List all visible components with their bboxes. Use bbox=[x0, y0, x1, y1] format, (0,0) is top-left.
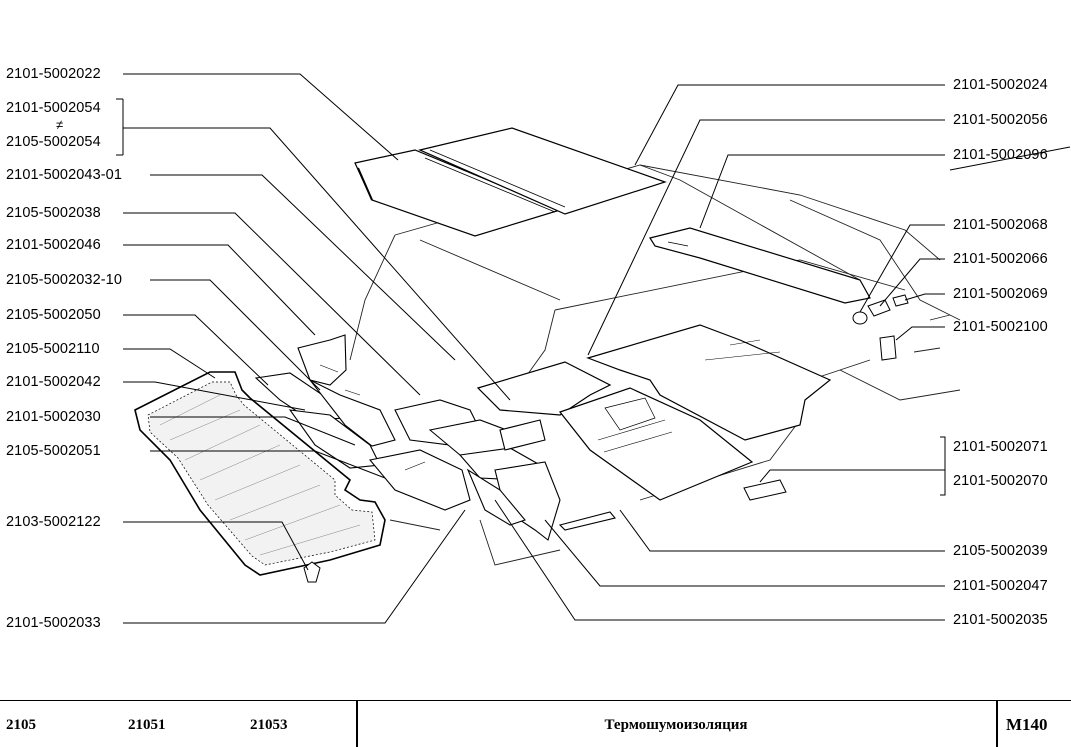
label-2101-5002068: 2101-5002068 bbox=[953, 217, 1048, 233]
label-2101-5002047: 2101-5002047 bbox=[953, 578, 1048, 594]
label-2105-5002039: 2105-5002039 bbox=[953, 543, 1048, 559]
label-2101-5002022: 2101-5002022 bbox=[6, 66, 101, 82]
label-2101-5002035: 2101-5002035 bbox=[953, 612, 1048, 628]
label-2101-5002071: 2101-5002071 bbox=[953, 439, 1048, 455]
label-2101-5002042: 2101-5002042 bbox=[6, 374, 101, 390]
label-2101-5002024: 2101-5002024 bbox=[953, 77, 1048, 93]
page-title: Термошумоизоляция bbox=[604, 717, 748, 733]
small-parts bbox=[743, 294, 909, 501]
label-2101-5002046: 2101-5002046 bbox=[6, 237, 101, 253]
label-2105-5002110: 2105-5002110 bbox=[6, 341, 100, 357]
roof-panels bbox=[354, 127, 667, 237]
page-code: M140 bbox=[1006, 715, 1048, 734]
not-equal-sign: ≠ bbox=[56, 117, 64, 132]
car-body-outline bbox=[349, 164, 961, 566]
label-2101-5002070: 2101-5002070 bbox=[953, 473, 1048, 489]
label-2101-5002100: 2101-5002100 bbox=[953, 319, 1048, 335]
label-2105-5002050: 2105-5002050 bbox=[6, 307, 101, 323]
label-2105-5002032-10: 2105-5002032-10 bbox=[6, 272, 122, 288]
model-21051: 21051 bbox=[128, 717, 166, 733]
model-2105: 2105 bbox=[6, 717, 36, 733]
leader-lines-left bbox=[116, 73, 511, 624]
rear-floor-mats bbox=[476, 324, 832, 501]
title-block: 2105 21051 21053 Термошумоизоляция M140 bbox=[0, 700, 1071, 747]
front-floor-parts bbox=[254, 334, 616, 541]
diagram-drawing bbox=[116, 73, 1071, 624]
leader-lines-right bbox=[494, 84, 1071, 621]
divider bbox=[356, 701, 358, 747]
floor-mat bbox=[134, 371, 386, 583]
model-21053: 21053 bbox=[250, 717, 288, 733]
label-2101-5002066: 2101-5002066 bbox=[953, 251, 1048, 267]
label-2105-5002051: 2105-5002051 bbox=[6, 443, 101, 459]
label-2101-5002096: 2101-5002096 bbox=[953, 147, 1048, 163]
label-2103-5002122: 2103-5002122 bbox=[6, 514, 101, 530]
divider bbox=[996, 701, 998, 747]
label-2101-5002043-01: 2101-5002043-01 bbox=[6, 167, 122, 183]
label-2101-5002033: 2101-5002033 bbox=[6, 615, 101, 631]
rear-shelf bbox=[649, 227, 871, 304]
label-2101-5002069: 2101-5002069 bbox=[953, 286, 1048, 302]
label-2101-5002054: 2101-5002054 bbox=[6, 100, 101, 116]
label-2101-5002056: 2101-5002056 bbox=[953, 112, 1048, 128]
label-2105-5002038: 2105-5002038 bbox=[6, 205, 101, 221]
parts-diagram: 2101-5002022 2101-5002054 ≠ 2105-5002054… bbox=[6, 66, 1071, 631]
label-2105-5002054: 2105-5002054 bbox=[6, 134, 101, 150]
label-2101-5002030: 2101-5002030 bbox=[6, 409, 101, 425]
